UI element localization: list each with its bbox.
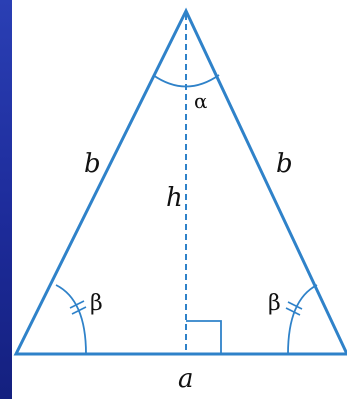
base-label: a	[178, 364, 194, 394]
right-angle-marker	[186, 320, 222, 354]
right-base-angle-arc	[287, 284, 318, 355]
side-right-label: b	[276, 149, 293, 179]
left-base-angle-arc	[55, 284, 87, 355]
diagram-panel	[12, 0, 347, 399]
height-label: h	[166, 183, 183, 213]
right-base-angle-label: β	[268, 291, 281, 316]
left-base-angle-label: β	[90, 291, 103, 316]
right-angle-ticks	[285, 301, 303, 316]
apex-angle-label: α	[194, 89, 208, 113]
left-angle-ticks	[69, 300, 87, 315]
side-left-label: b	[84, 149, 101, 179]
triangle-outline	[13, 7, 347, 356]
